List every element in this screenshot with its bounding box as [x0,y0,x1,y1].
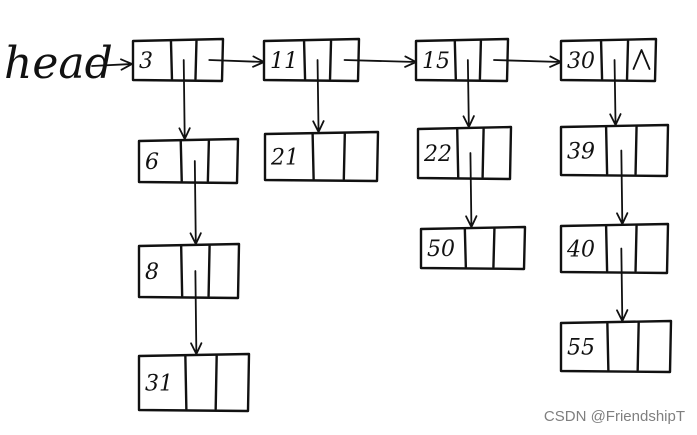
node-value: 22 [423,142,452,167]
node-divider [599,39,604,81]
node-6: 6 [137,137,240,185]
node-value: 11 [270,49,298,74]
arrow-39-to-40 [616,149,629,225]
node-divider [636,321,640,372]
node-divider [463,227,468,269]
arrow-8-to-31 [190,270,203,355]
node-value: 55 [567,336,595,361]
node-divider [604,125,609,176]
node-divider [478,39,483,81]
arrow-6-to-8 [189,160,202,245]
node-value: 15 [422,49,450,74]
nodes: 3 11 15 30 6 21 [131,37,673,413]
node-value: 21 [270,146,299,171]
node-divider [492,227,496,269]
node-divider [214,354,218,411]
node-39: 39 [559,123,670,178]
arrow-3-to-6 [178,59,191,140]
node-3: 3 [131,37,225,83]
node-11: 11 [262,37,361,83]
node-value: 8 [145,260,159,285]
arrow-11-to-15 [343,55,417,68]
node-divider [342,132,347,181]
node-divider [604,224,609,273]
node-value: 30 [567,49,595,74]
node-divider [206,139,211,183]
node-divider [179,244,184,298]
node-22: 22 [416,125,513,181]
node-value: 39 [567,140,595,165]
null-pointer-mark [632,49,651,70]
arrow-15-to-22 [462,59,475,128]
node-divider [311,132,315,181]
arrow-3-to-11 [208,55,265,68]
node-value: 3 [139,49,153,74]
node-50: 50 [419,225,527,271]
node-55: 55 [559,319,673,374]
arrow-40-to-55 [616,247,629,322]
node-divider [207,244,211,298]
node-divider [179,139,183,183]
node-divider [634,125,638,176]
node-divider [194,39,198,81]
arrow-15-to-30 [493,55,562,68]
pointer-arrows [91,55,629,355]
node-value: 40 [566,238,595,263]
node-divider [328,39,333,81]
node-21: 21 [263,130,380,183]
node-divider [634,224,638,273]
node-31: 31 [137,352,251,413]
node-divider [184,354,188,411]
arrow-22-to-50 [465,152,478,228]
node-value: 31 [145,372,173,397]
node-divider [625,39,630,81]
node-15: 15 [414,37,510,83]
node-40: 40 [559,222,670,275]
arrow-11-to-21 [312,59,325,133]
node-divider [606,321,610,372]
node-divider [456,127,460,179]
head-label: head [4,38,113,89]
arrow-30-to-39 [609,59,622,126]
watermark: CSDN @FriendshipT [543,408,685,425]
node-30: 30 [559,37,658,83]
node-value: 6 [145,150,159,175]
node-8: 8 [137,242,241,300]
node-divider [302,39,307,81]
node-value: 50 [427,237,455,262]
node-divider [453,39,457,81]
node-divider [481,127,485,179]
node-divider [169,39,174,81]
